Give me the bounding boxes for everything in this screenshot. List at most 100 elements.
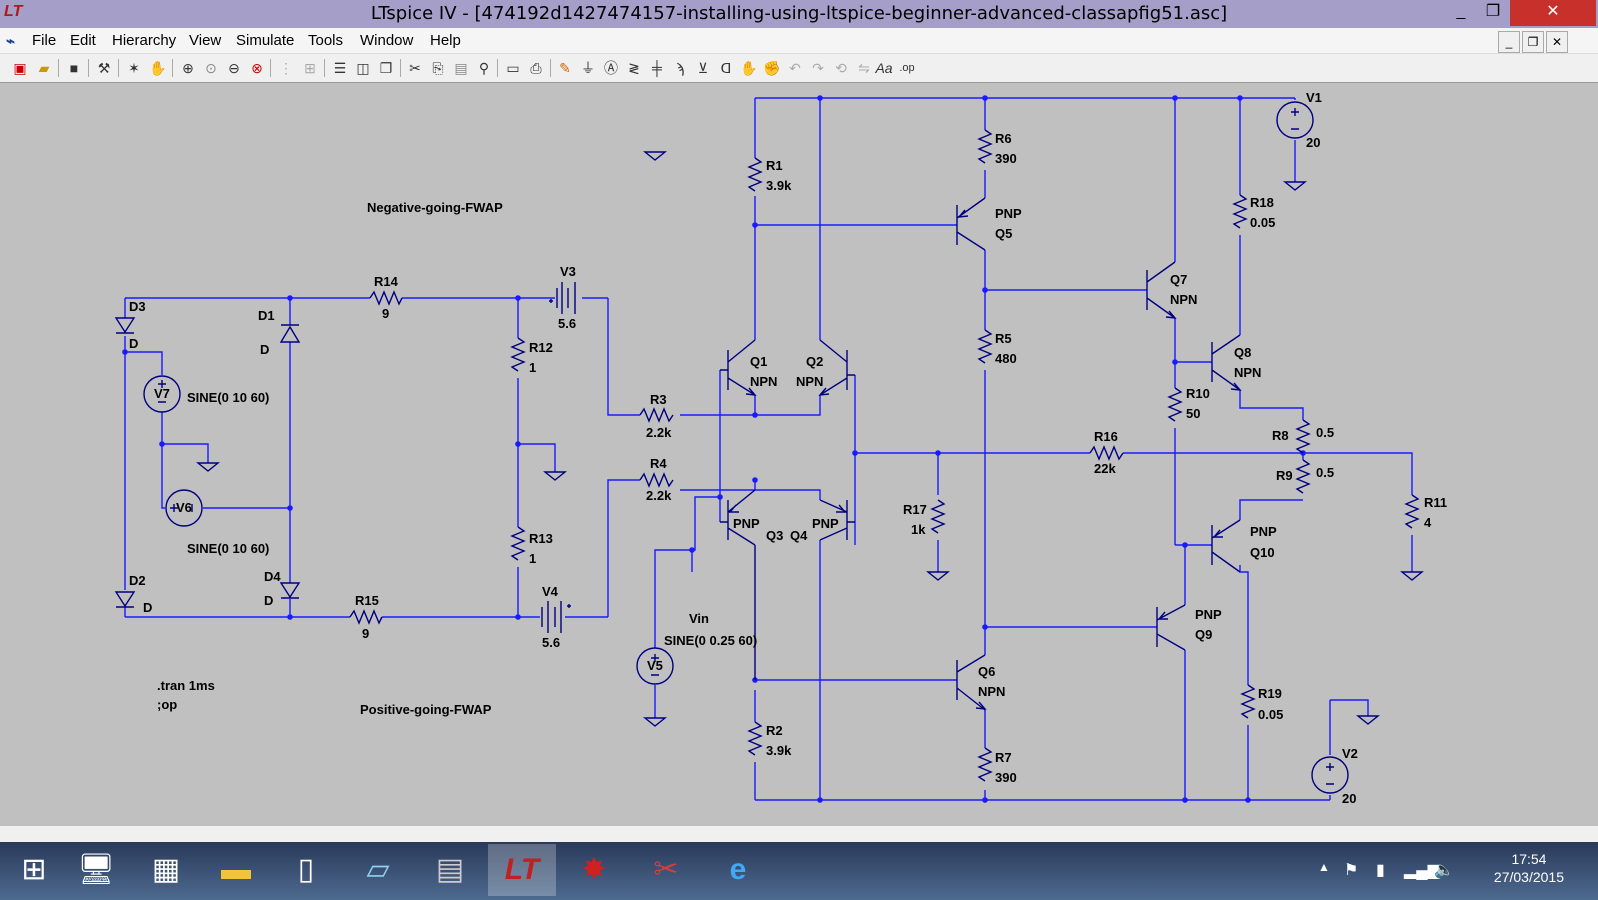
source-V1 — [1276, 101, 1314, 139]
text-icon[interactable]: Aa — [875, 60, 893, 76]
network-icon[interactable]: ▂▄▆ — [1404, 862, 1440, 879]
inductor-icon[interactable]: ϡ — [675, 60, 685, 76]
menu-help[interactable]: Help — [430, 32, 461, 49]
document-icon[interactable]: ▯ — [297, 853, 315, 886]
find-icon[interactable]: ⚲ — [478, 60, 490, 76]
redo-icon[interactable]: ↷ — [812, 60, 824, 76]
menu-edit[interactable]: Edit — [70, 32, 96, 49]
mdi-minimize-button[interactable]: _ — [1498, 31, 1520, 53]
ltspice-logo-icon[interactable]: LT — [4, 3, 23, 20]
transistor-Q6 — [956, 654, 987, 711]
wire-icon[interactable]: ✎ — [559, 60, 571, 76]
capacitor-icon[interactable]: ╪ — [652, 60, 662, 76]
taskbar: ⊞ 🖥 ▦ ▬ ▯ ▱ ▤ LT ✸ ✂ e ▲ ⚑ ▮ ▂▄▆ 🔈 17:54… — [0, 842, 1598, 900]
move-icon[interactable]: ✋ — [740, 60, 758, 76]
view-all-icon[interactable]: ⊞ — [304, 60, 316, 76]
voltage-sources — [143, 101, 1349, 794]
calculator-icon[interactable]: ▤ — [435, 853, 465, 886]
pan-icon[interactable]: ⊙ — [205, 60, 217, 76]
mdi-restore-button[interactable]: ❐ — [1522, 31, 1544, 53]
document-icon[interactable]: ⌁ — [6, 33, 16, 50]
svg-text:Q6: Q6 — [978, 664, 995, 679]
new-schematic-icon[interactable]: ▣ — [13, 60, 27, 76]
svg-text:1: 1 — [529, 360, 536, 375]
resistor-R4 — [639, 472, 674, 488]
svg-text:0.5: 0.5 — [1316, 465, 1334, 480]
menu-file[interactable]: File — [32, 32, 57, 49]
paint-splash-icon[interactable]: ✸ — [581, 853, 607, 886]
zoom-out-icon[interactable]: ⊖ — [228, 60, 240, 76]
svg-text:R4: R4 — [650, 456, 667, 471]
menu-hierarchy[interactable]: Hierarchy — [112, 32, 177, 49]
svg-text:V3: V3 — [560, 264, 576, 279]
menu-window[interactable]: Window — [360, 32, 414, 49]
svg-text:Q1: Q1 — [750, 354, 767, 369]
copy-icon[interactable]: ⎘ — [432, 60, 444, 76]
svg-text:D: D — [143, 600, 152, 615]
label-icon[interactable]: Ⓐ — [604, 60, 618, 76]
control-panel-icon[interactable]: ⚒ — [97, 60, 111, 76]
action-center-flag-icon[interactable]: ⚑ — [1344, 862, 1359, 879]
undo-icon[interactable]: ↶ — [789, 60, 801, 76]
title-bar[interactable]: LT LTspice IV - [474192d1427474157-insta… — [0, 0, 1598, 28]
svg-text:SINE(0 10 60): SINE(0 10 60) — [187, 541, 269, 556]
svg-text:R3: R3 — [650, 392, 667, 407]
show-hidden-icon[interactable]: ▲ — [1318, 860, 1330, 874]
zoom-fit-icon[interactable]: ⊗ — [251, 60, 263, 76]
diode-icon[interactable]: ⊻ — [697, 60, 709, 76]
resistor-R14 — [369, 290, 403, 306]
tile-vertical-icon[interactable]: ◫ — [356, 60, 370, 76]
system-clock[interactable]: 17:54 27/03/2015 — [1494, 850, 1564, 886]
snipping-tool-icon[interactable]: ✂ — [653, 853, 679, 886]
transistor-Q7 — [1146, 261, 1177, 319]
svg-text:20: 20 — [1306, 135, 1320, 150]
notepad-icon[interactable]: ▱ — [366, 853, 390, 886]
volume-icon[interactable]: 🔈 — [1434, 862, 1454, 879]
halt-icon[interactable]: ✋ — [149, 60, 167, 76]
mdi-close-button[interactable]: ✕ — [1546, 31, 1568, 53]
toolbar: ▣ ▰ ■ ⚒ ✶ ✋ ⊕ ⊙ ⊖ ⊗ ⋮ ⊞ ☰ ◫ ❐ ✂ ⎘ ▤ ⚲ ▭ … — [0, 54, 1598, 83]
close-button[interactable]: ✕ — [1510, 0, 1596, 26]
power-icon[interactable]: ▮ — [1376, 862, 1385, 879]
svg-text:Q8: Q8 — [1234, 345, 1251, 360]
zoom-in-icon[interactable]: ⊕ — [182, 60, 194, 76]
cut-icon[interactable]: ✂ — [409, 60, 421, 76]
resistor-icon[interactable]: ≷ — [628, 60, 640, 76]
svg-text:R13: R13 — [529, 531, 553, 546]
print-preview-icon[interactable]: ▭ — [506, 60, 520, 76]
tile-horizontal-icon[interactable]: ☰ — [333, 60, 347, 76]
save-icon[interactable]: ■ — [69, 60, 79, 76]
minimize-button[interactable]: _ — [1456, 3, 1466, 20]
menu-view[interactable]: View — [189, 32, 222, 49]
print-icon[interactable]: ⎙ — [530, 60, 542, 76]
autorange-icon[interactable]: ⋮ — [279, 60, 293, 76]
svg-text:Q3: Q3 — [766, 528, 783, 543]
svg-text:Q10: Q10 — [1250, 545, 1275, 560]
source-V2 — [1311, 756, 1349, 794]
resistor-R9 — [1295, 459, 1311, 494]
resistor-R13 — [510, 526, 526, 561]
cascade-icon[interactable]: ❐ — [379, 60, 393, 76]
svg-text:PNP: PNP — [1250, 524, 1277, 539]
file-explorer-icon[interactable]: ▬ — [221, 853, 251, 886]
firewall-icon[interactable]: ▦ — [151, 853, 181, 886]
menu-tools[interactable]: Tools — [308, 32, 344, 49]
drag-icon[interactable]: ✊ — [763, 60, 781, 76]
ltspice-icon[interactable]: LT — [488, 844, 556, 896]
schematic-canvas[interactable]: R1 3.9k R2 3.9k R3 2.2k R4 2.2k R5 480 R… — [0, 84, 1598, 826]
svg-text:0.05: 0.05 — [1250, 215, 1275, 230]
component-icon[interactable]: ᗡ — [720, 60, 732, 76]
restore-button[interactable]: ❐ — [1485, 3, 1501, 20]
ground-icon[interactable]: ⏚ — [581, 60, 595, 76]
remote-desktop-icon[interactable]: 🖥 — [76, 853, 116, 886]
spice-directive-icon[interactable]: .op — [899, 62, 915, 74]
resistor-R8 — [1295, 419, 1311, 454]
open-icon[interactable]: ▰ — [38, 60, 50, 76]
mirror-icon[interactable]: ⇋ — [858, 60, 870, 76]
windows-start-icon[interactable]: ⊞ — [21, 853, 47, 886]
internet-explorer-icon[interactable]: e — [729, 853, 747, 886]
paste-icon[interactable]: ▤ — [454, 60, 468, 76]
run-icon[interactable]: ✶ — [128, 60, 140, 76]
menu-simulate[interactable]: Simulate — [236, 32, 295, 49]
rotate-icon[interactable]: ⟲ — [835, 60, 847, 76]
